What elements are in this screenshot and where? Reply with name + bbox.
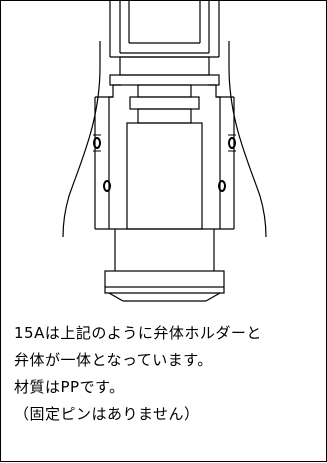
valve-body [94, 84, 235, 230]
upper-stem [109, 1, 220, 58]
caption-line: 15Aは上記のように弁体ホルダーと [14, 324, 262, 342]
lower-skirt [104, 229, 225, 302]
outer-body-right [228, 41, 267, 238]
outer-body-left [62, 41, 101, 238]
holder-neck [109, 56, 220, 124]
caption-text: 15Aは上記のように弁体ホルダーと 弁体が一体となっています。 材質はPPです。… [14, 320, 319, 428]
caption-line: 材質はPPです。 [14, 378, 125, 396]
caption-line: 弁体が一体となっています。 [14, 351, 213, 369]
caption-line: （固定ピンはありません） [14, 405, 200, 423]
oring-marks [93, 134, 236, 192]
